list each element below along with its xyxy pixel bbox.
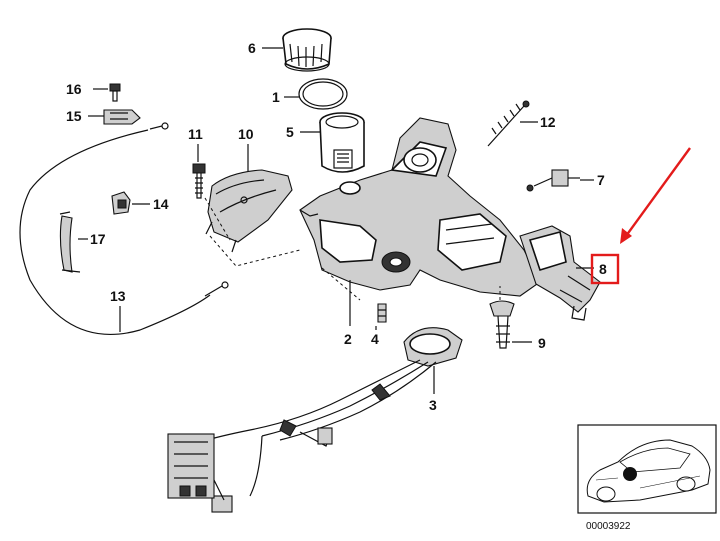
- part-label-9: 9: [538, 335, 546, 351]
- part-label-6: 6: [248, 40, 256, 56]
- part-label-11: 11: [188, 126, 203, 142]
- o-ring-part-1[interactable]: [298, 78, 348, 110]
- car-location-inset: [577, 424, 717, 514]
- part-label-17: 17: [90, 231, 106, 247]
- bearing-ring-part-6[interactable]: [282, 28, 332, 72]
- switch-bracket-part-8[interactable]: [519, 225, 601, 321]
- cable-part-13[interactable]: [19, 122, 229, 335]
- part-label-15: 15: [66, 108, 82, 124]
- reference-number: 00003922: [586, 521, 631, 532]
- cover-part-10[interactable]: [205, 169, 293, 253]
- highlight-box-part-8: [590, 253, 620, 285]
- part-label-14: 14: [153, 196, 169, 212]
- small-pin-part-4[interactable]: [377, 303, 387, 323]
- part-label-8: 8: [599, 261, 607, 277]
- clip-part-14[interactable]: [111, 191, 131, 215]
- part-label-10: 10: [238, 126, 254, 142]
- bracket-part-17[interactable]: [59, 211, 81, 273]
- part-label-4: 4: [371, 331, 379, 347]
- pin-part-12[interactable]: [487, 100, 530, 147]
- lock-cylinder-part-5[interactable]: [319, 112, 365, 173]
- part-label-2: 2: [344, 331, 352, 347]
- switch-pin-part-7[interactable]: [526, 169, 580, 192]
- part-label-7: 7: [597, 172, 605, 188]
- push-clip-part-9[interactable]: [489, 300, 515, 349]
- part-label-3: 3: [429, 397, 437, 413]
- bolt-part-11[interactable]: [192, 163, 206, 199]
- assembly-lines: [204, 197, 501, 301]
- clip-part-15[interactable]: [103, 109, 141, 125]
- part-label-1: 1: [272, 89, 280, 105]
- part-label-5: 5: [286, 124, 294, 140]
- part-label-12: 12: [540, 114, 556, 130]
- highlight-arrow: [620, 147, 691, 244]
- wiring-harness-part-3[interactable]: [167, 327, 463, 513]
- part-label-13: 13: [110, 288, 126, 304]
- lock-housing-part-2[interactable]: [299, 117, 541, 297]
- part-label-16: 16: [66, 81, 82, 97]
- screw-part-16[interactable]: [109, 83, 121, 102]
